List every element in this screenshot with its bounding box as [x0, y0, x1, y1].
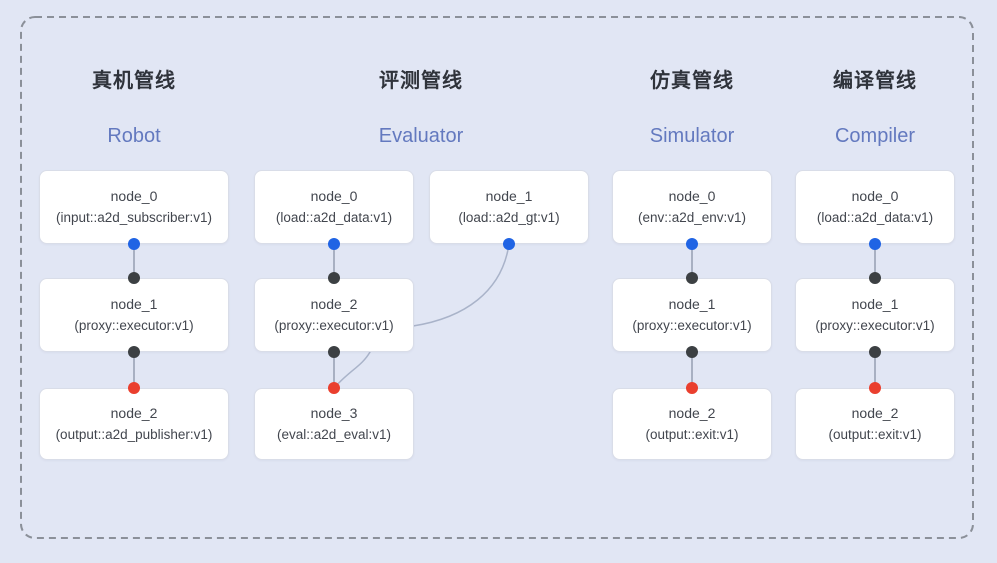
node-detail: (proxy::executor:v1): [632, 317, 752, 333]
node-box-evaluator-node3: node_3 (eval::a2d_eval:v1): [254, 388, 414, 460]
node-name: node_0: [110, 188, 158, 204]
node-name: node_0: [668, 188, 716, 204]
node-box-robot-node2: node_2 (output::a2d_publisher:v1): [39, 388, 229, 460]
pipeline-title-en-robot: Robot: [107, 125, 161, 147]
node-detail: (load::a2d_data:v1): [275, 209, 393, 225]
port-dot-dark: [686, 272, 698, 284]
port-dot-dark: [328, 272, 340, 284]
node-detail: (load::a2d_data:v1): [816, 209, 934, 225]
node-name: node_1: [485, 188, 533, 204]
node-box-robot-node0: node_0 (input::a2d_subscriber:v1): [39, 170, 229, 244]
node-box-evaluator-node2: node_2 (proxy::executor:v1): [254, 278, 414, 352]
port-dot-dark: [869, 346, 881, 358]
node-name: node_2: [110, 405, 158, 421]
port-dot-dark: [128, 272, 140, 284]
port-dot-blue: [869, 238, 881, 250]
port-dot-dark: [869, 272, 881, 284]
node-detail: (output::exit:v1): [645, 426, 739, 442]
port-dot-red: [128, 382, 140, 394]
node-name: node_0: [851, 188, 899, 204]
node-box-robot-node1: node_1 (proxy::executor:v1): [39, 278, 229, 352]
node-box-evaluator-node1: node_1 (load::a2d_gt:v1): [429, 170, 589, 244]
pipeline-title-en-evaluator: Evaluator: [378, 125, 464, 147]
port-dot-blue: [503, 238, 515, 250]
node-name: node_2: [851, 405, 899, 421]
node-name: node_2: [310, 296, 358, 312]
node-detail: (proxy::executor:v1): [274, 317, 394, 333]
node-detail: (output::a2d_publisher:v1): [55, 426, 213, 442]
node-box-simulator-node0: node_0 (env::a2d_env:v1): [612, 170, 772, 244]
port-dot-blue: [686, 238, 698, 250]
pipeline-title-zh-evaluator: 评测管线: [379, 70, 463, 92]
node-detail: (output::exit:v1): [828, 426, 922, 442]
node-name: node_0: [310, 188, 358, 204]
node-name: node_1: [668, 296, 716, 312]
node-detail: (load::a2d_gt:v1): [458, 209, 560, 225]
node-box-simulator-node1: node_1 (proxy::executor:v1): [612, 278, 772, 352]
pipeline-title-zh-compiler: 编译管线: [833, 70, 917, 92]
node-detail: (input::a2d_subscriber:v1): [55, 209, 213, 225]
port-dot-red: [686, 382, 698, 394]
node-name: node_3: [310, 405, 358, 421]
node-box-compiler-node1: node_1 (proxy::executor:v1): [795, 278, 955, 352]
port-dot-dark: [128, 346, 140, 358]
port-dot-blue: [328, 238, 340, 250]
port-dot-blue: [128, 238, 140, 250]
node-box-evaluator-node0: node_0 (load::a2d_data:v1): [254, 170, 414, 244]
node-box-compiler-node0: node_0 (load::a2d_data:v1): [795, 170, 955, 244]
pipeline-title-en-compiler: Compiler: [834, 125, 916, 147]
pipeline-title-zh-simulator: 仿真管线: [650, 70, 734, 92]
node-name: node_2: [668, 405, 716, 421]
node-detail: (env::a2d_env:v1): [637, 209, 747, 225]
port-dot-red: [869, 382, 881, 394]
node-name: node_1: [110, 296, 158, 312]
node-detail: (eval::a2d_eval:v1): [276, 426, 392, 442]
node-detail: (proxy::executor:v1): [815, 317, 935, 333]
pipeline-title-zh-robot: 真机管线: [92, 70, 176, 92]
port-dot-red: [328, 382, 340, 394]
dashed-frame: [20, 16, 974, 539]
port-dot-dark: [328, 346, 340, 358]
node-box-compiler-node2: node_2 (output::exit:v1): [795, 388, 955, 460]
pipeline-title-en-simulator: Simulator: [649, 125, 735, 147]
port-dot-dark: [686, 346, 698, 358]
node-name: node_1: [851, 296, 899, 312]
node-detail: (proxy::executor:v1): [74, 317, 194, 333]
node-box-simulator-node2: node_2 (output::exit:v1): [612, 388, 772, 460]
